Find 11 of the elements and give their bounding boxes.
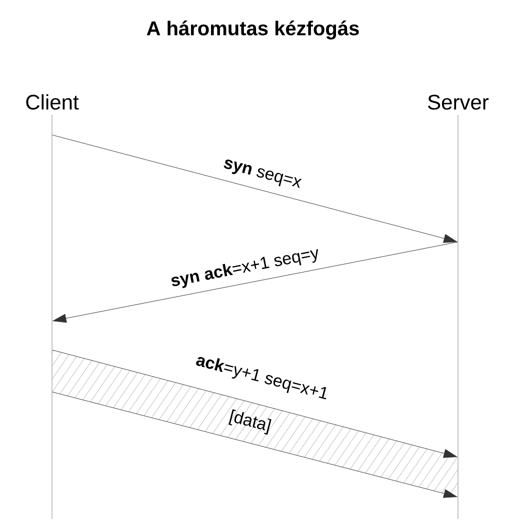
arrow [52, 392, 458, 498]
edge-label: syn seq=x [224, 160, 302, 188]
lifeline: Client [26, 94, 79, 520]
title: A háromutas kézfogás [146, 20, 359, 40]
node-label: Client [26, 94, 79, 110]
arrow [52, 134, 458, 243]
arrow [52, 242, 458, 323]
arrow [52, 350, 458, 458]
lifeline: Server [428, 94, 489, 520]
node-label: Server [428, 94, 489, 110]
edge-label: [data] [228, 409, 272, 435]
